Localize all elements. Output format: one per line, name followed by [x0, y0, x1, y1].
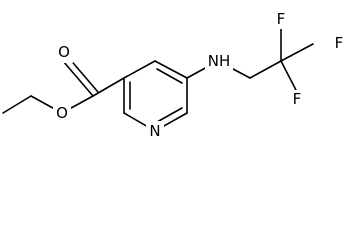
bond-c6-n1-inner — [156, 107, 183, 123]
structure-diagram: O O N NH F F F — [2, 10, 347, 141]
bond-c4-c5 — [154, 60, 188, 79]
bond-c3-carbonyl — [92, 77, 125, 97]
atom-ring-nitrogen: N — [149, 122, 160, 140]
atom-labels: O O N NH F F F — [53, 10, 347, 141]
bond-cf3-f-right — [280, 43, 314, 62]
bond-cf3-f-bottom — [280, 60, 298, 93]
atom-fluorine-top: F — [277, 10, 286, 28]
atom-fluorine-right: F — [335, 34, 344, 52]
bond-ch2-ch3 — [2, 95, 32, 114]
atom-ester-oxygen: O — [56, 104, 68, 122]
bond-carbonyl-o-a — [62, 60, 94, 97]
atom-amine-nh: NH — [208, 52, 231, 70]
bond-c4-c5-inner — [156, 68, 183, 84]
bonds — [2, 25, 314, 132]
bond-c3-c4 — [123, 60, 156, 79]
atom-fluorine-bottom: F — [293, 90, 302, 108]
bond-ch2-cf3 — [249, 60, 282, 79]
atom-carbonyl-oxygen: O — [58, 43, 70, 61]
